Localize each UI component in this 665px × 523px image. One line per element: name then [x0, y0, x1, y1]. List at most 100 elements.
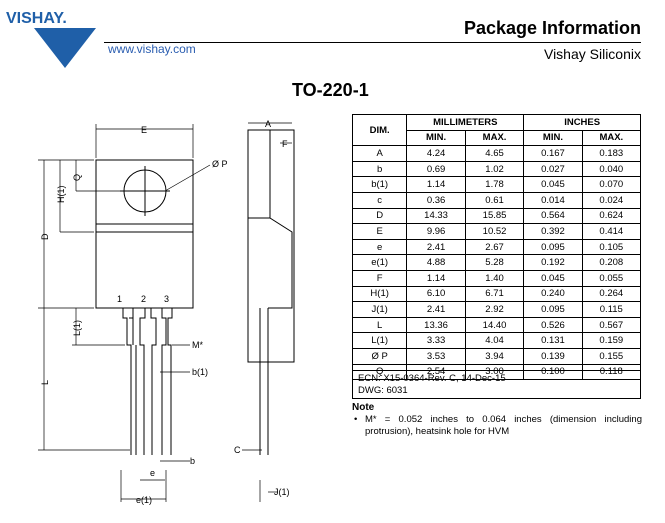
table-cell-mm-min: 6.10 [406, 285, 466, 303]
table-cell-in-max: 0.567 [581, 316, 642, 334]
table-cell-mm-max: 10.52 [464, 223, 525, 240]
page-title: Package Information [463, 18, 641, 38]
table-cell-dim: A [351, 145, 408, 162]
col-header-mm-min: MIN. [406, 129, 466, 147]
table-cell-in-min: 0.526 [523, 316, 583, 334]
table-cell-mm-max: 2.67 [464, 238, 525, 256]
table-cell-mm-max: 3.94 [464, 347, 525, 365]
table-cell-mm-max: 6.71 [464, 285, 525, 303]
dim-label-Q: Q [72, 174, 82, 181]
table-cell-in-min: 0.139 [523, 347, 583, 365]
pin-label-1: 1 [117, 294, 122, 304]
table-cell-mm-max: 5.28 [464, 254, 525, 271]
table-cell-in-max: 0.105 [581, 238, 642, 256]
pin-label-2: 2 [141, 294, 146, 304]
table-cell-in-max: 0.118 [581, 363, 642, 381]
ecn-box: ECN: X15-0364-Rev. C, 14-Dec-15 DWG: 603… [352, 370, 641, 399]
dim-label-L1: L(1) [72, 320, 82, 336]
dim-label-H1: H(1) [56, 185, 66, 203]
table-cell-mm-max: 1.40 [464, 269, 525, 287]
table-cell-mm-min: 3.53 [406, 347, 466, 365]
table-cell-dim: J(1) [351, 301, 408, 318]
table-cell-in-max: 0.208 [581, 254, 642, 271]
dwg-line: DWG: 6031 [358, 385, 408, 396]
table-cell-in-min: 0.392 [523, 223, 583, 240]
note-text: M* = 0.052 inches to 0.064 inches (dimen… [365, 414, 642, 437]
table-cell-in-min: 0.095 [523, 238, 583, 256]
table-cell-mm-min: 0.69 [406, 160, 466, 178]
package-title: TO-220-1 [292, 80, 369, 100]
table-cell-in-max: 0.159 [581, 332, 642, 349]
table-cell-mm-max: 4.04 [464, 332, 525, 349]
dim-label-b1: b(1) [192, 367, 208, 377]
table-cell-mm-min: 2.41 [406, 238, 466, 256]
table-cell-mm-min: 9.96 [406, 223, 466, 240]
table-cell-in-min: 0.131 [523, 332, 583, 349]
dim-label-b: b [190, 456, 195, 466]
col-group-millimeters: MILLIMETERS [406, 114, 525, 131]
table-cell-mm-max: 1.02 [464, 160, 525, 178]
table-cell-mm-max: 0.61 [464, 191, 525, 209]
table-cell-in-max: 0.624 [581, 207, 642, 225]
table-cell-in-max: 0.414 [581, 223, 642, 240]
table-cell-dim: Ø P [351, 347, 408, 365]
table-cell-mm-min: 13.36 [406, 316, 466, 334]
dim-label-L: L [40, 380, 50, 385]
ecn-line: ECN: X15-0364-Rev. C, 14-Dec-15 [358, 373, 506, 384]
table-cell-in-max: 0.040 [581, 160, 642, 178]
table-cell-in-min: 0.045 [523, 269, 583, 287]
table-cell-dim: b(1) [351, 176, 408, 193]
table-cell-mm-min: 4.24 [406, 145, 466, 162]
dim-label-F: F [282, 139, 288, 149]
col-header-dim: DIM. [351, 113, 408, 147]
table-cell-in-max: 0.183 [581, 145, 642, 162]
table-cell-mm-min: 1.14 [406, 269, 466, 287]
dim-label-J1: J(1) [274, 487, 290, 497]
side-body [247, 129, 295, 363]
table-cell-dim: D [351, 207, 408, 225]
dim-label-Mstar: M* [192, 340, 203, 350]
table-cell-in-min: 0.167 [523, 145, 583, 162]
table-cell-mm-min: 0.36 [406, 191, 466, 209]
header-divider [104, 42, 641, 43]
table-cell-mm-max: 2.92 [464, 301, 525, 318]
table-cell-mm-min: 2.41 [406, 301, 466, 318]
website-url[interactable]: www.vishay.com [108, 42, 196, 56]
dim-label-e1: e(1) [136, 495, 152, 505]
table-cell-dim: L(1) [351, 332, 408, 349]
table-cell-in-max: 0.115 [581, 301, 642, 318]
col-header-in-max: MAX. [581, 129, 642, 147]
table-cell-in-max: 0.264 [581, 285, 642, 303]
table-cell-in-min: 0.014 [523, 191, 583, 209]
table-cell-dim: E [351, 223, 408, 240]
table-cell-dim: c [351, 191, 408, 209]
lead-1-left [122, 308, 132, 455]
table-cell-mm-min: 3.33 [406, 332, 466, 349]
table-cell-mm-max: 1.78 [464, 176, 525, 193]
table-cell-dim: e [351, 238, 408, 256]
page-subtitle: Vishay Siliconix [543, 46, 641, 62]
table-cell-in-min: 0.027 [523, 160, 583, 178]
col-header-mm-max: MAX. [464, 129, 525, 147]
note-bullet: • [354, 414, 358, 425]
dimensions-table: DIM. MILLIMETERS INCHES MIN. MAX. MIN. M… [351, 113, 642, 381]
logo-triangle-icon [34, 28, 96, 68]
dim-label-E: E [141, 125, 147, 135]
table-cell-mm-min: 4.88 [406, 254, 466, 271]
table-cell-in-min: 0.095 [523, 301, 583, 318]
col-header-in-min: MIN. [523, 129, 583, 147]
table-cell-in-max: 0.055 [581, 269, 642, 287]
